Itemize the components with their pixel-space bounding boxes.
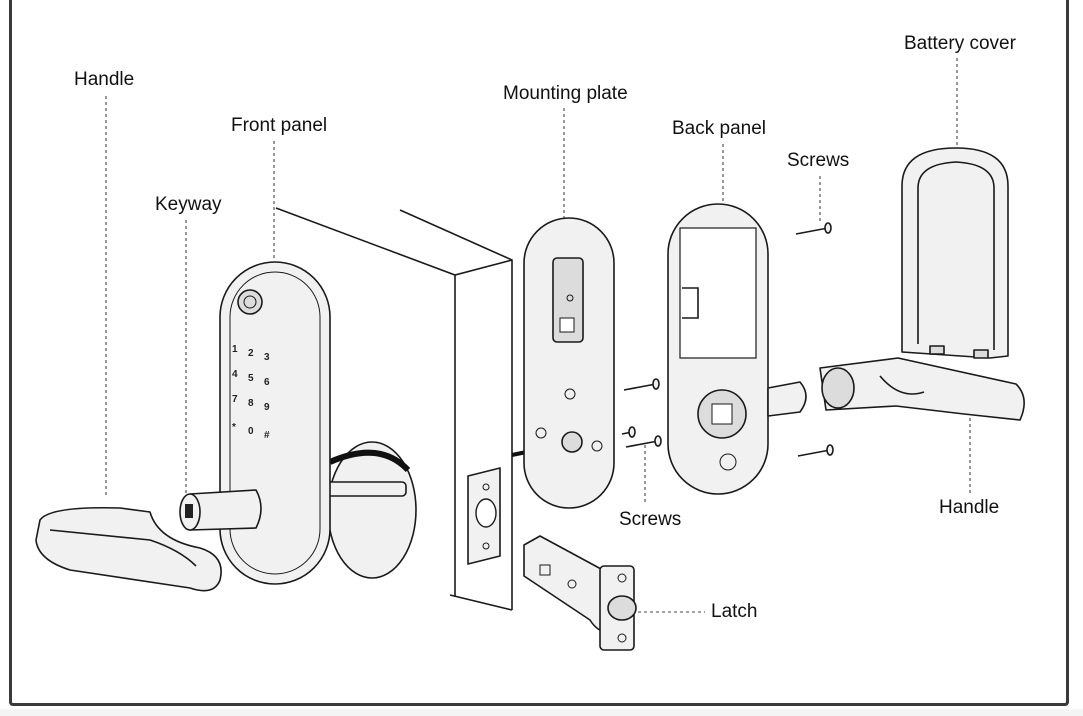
leader-lines <box>105 58 971 613</box>
key-star: * <box>232 422 236 433</box>
mounting-plate <box>523 217 615 509</box>
label-handle-left: Handle <box>74 69 135 90</box>
key-hash: # <box>264 430 270 441</box>
strike-plate <box>467 467 501 565</box>
label-back-panel: Back panel <box>672 118 767 139</box>
left-handle <box>35 489 262 592</box>
label-mounting-plate: Mounting plate <box>503 83 628 104</box>
door <box>275 207 513 611</box>
label-handle-right: Handle <box>939 497 1000 518</box>
label-screws-bottom: Screws <box>619 509 682 530</box>
key-3: 3 <box>264 352 270 363</box>
screws-middle <box>621 378 662 448</box>
latch <box>523 535 637 651</box>
screws-right <box>795 222 834 457</box>
key-2: 2 <box>248 348 254 359</box>
front-rose <box>319 441 417 579</box>
key-6: 6 <box>264 377 270 388</box>
key-9: 9 <box>264 402 270 413</box>
label-screws-top: Screws <box>787 150 850 171</box>
key-5: 5 <box>248 373 254 384</box>
front-panel: 1 2 3 4 5 6 7 8 9 * 0 # <box>219 261 331 585</box>
keypad: 1 2 3 4 5 6 7 8 9 * 0 # <box>232 344 270 441</box>
battery-cover <box>901 147 1009 359</box>
key-0: 0 <box>248 426 254 437</box>
key-1: 1 <box>232 344 238 355</box>
bottom-strip <box>0 709 1083 716</box>
label-front-panel: Front panel <box>231 115 328 136</box>
label-battery-cover: Battery cover <box>904 33 1016 54</box>
key-4: 4 <box>232 369 238 380</box>
key-8: 8 <box>248 398 254 409</box>
back-panel <box>667 203 807 495</box>
key-7: 7 <box>232 394 238 405</box>
right-handle <box>819 357 1025 421</box>
label-latch: Latch <box>711 601 758 622</box>
label-keyway: Keyway <box>155 194 222 215</box>
